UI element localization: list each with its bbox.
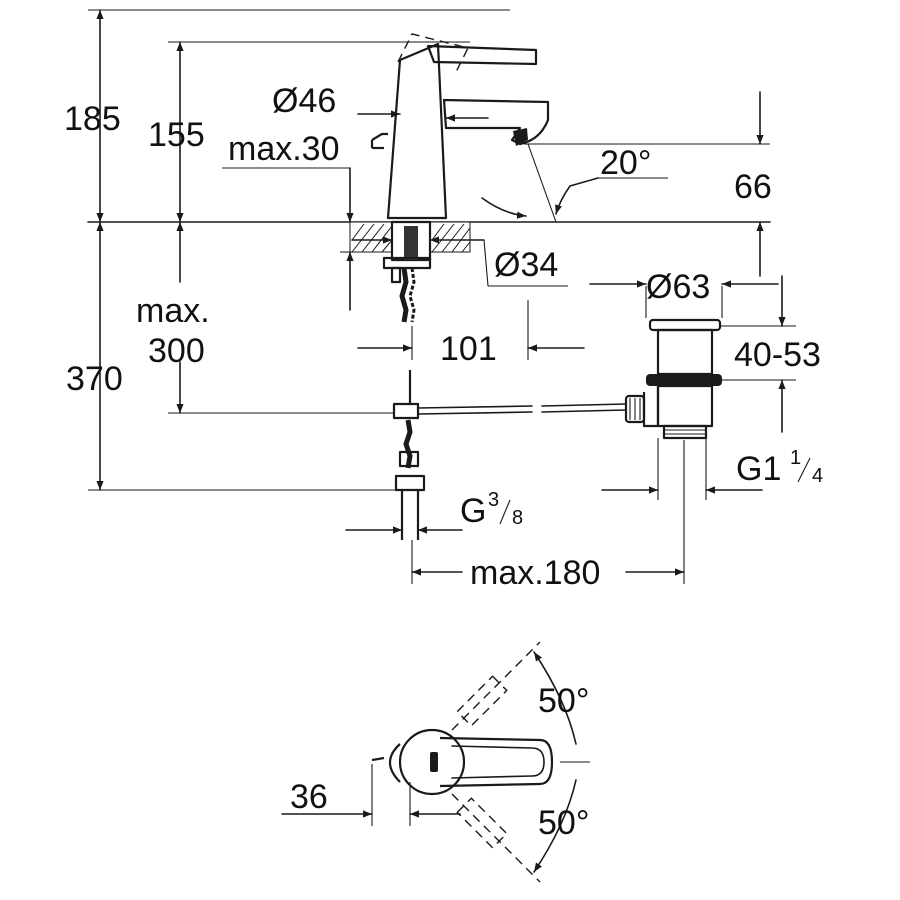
faucet-body: [370, 33, 550, 220]
dim-185: 185: [64, 100, 121, 138]
waste-thread-denominator: 4: [812, 465, 823, 487]
lever-raised-position: [397, 33, 470, 73]
supply-hose-lower: [392, 370, 426, 540]
supply-thread-numerator: 3: [488, 489, 499, 511]
dim-swing-lower: 50°: [538, 804, 589, 842]
popup-rod: [371, 132, 388, 141]
swing-upper-axis: [451, 641, 541, 731]
dim-angle-20: 20°: [600, 144, 651, 182]
dim-diameter-46: Ø46: [272, 82, 336, 120]
dim-diameter-63: Ø63: [646, 268, 710, 306]
dim-diameter-34: Ø34: [494, 246, 558, 284]
supply-thread-main: G: [460, 492, 486, 530]
lever: [426, 44, 538, 66]
dim-36: 36: [290, 778, 328, 816]
swing-lower-axis: [451, 793, 541, 883]
waste-assembly: [642, 318, 722, 440]
dim-40-53: 40-53: [734, 336, 821, 374]
dim-max-180: max.180: [470, 554, 600, 592]
dim-101: 101: [440, 330, 497, 368]
dim-155: 155: [148, 116, 205, 154]
dim-swing-upper: 50°: [538, 682, 589, 720]
dim-max-30: max.30: [228, 130, 340, 168]
dim-supply-thread: G 3 8: [460, 489, 523, 530]
dim-300: 300: [148, 332, 205, 370]
spout: [442, 98, 550, 146]
lever-top: [439, 736, 554, 788]
supply-thread-denominator: 8: [512, 507, 523, 529]
dim-max-label: max.: [136, 292, 210, 330]
shank: [382, 220, 432, 323]
dim-370: 370: [66, 360, 123, 398]
dim-waste-thread: G1 1 4: [736, 447, 823, 488]
top-view: 50° 50° 36: [281, 641, 590, 883]
waste-thread-numerator: 1: [790, 447, 801, 469]
dim-66: 66: [734, 168, 772, 206]
popup-linkage: [417, 394, 646, 424]
waste-thread-main: G1: [736, 450, 781, 488]
side-view: 185 155 Ø46 max.30 20° 66 Ø34 Ø63 max. 3…: [64, 9, 823, 592]
body-top: [398, 728, 466, 796]
